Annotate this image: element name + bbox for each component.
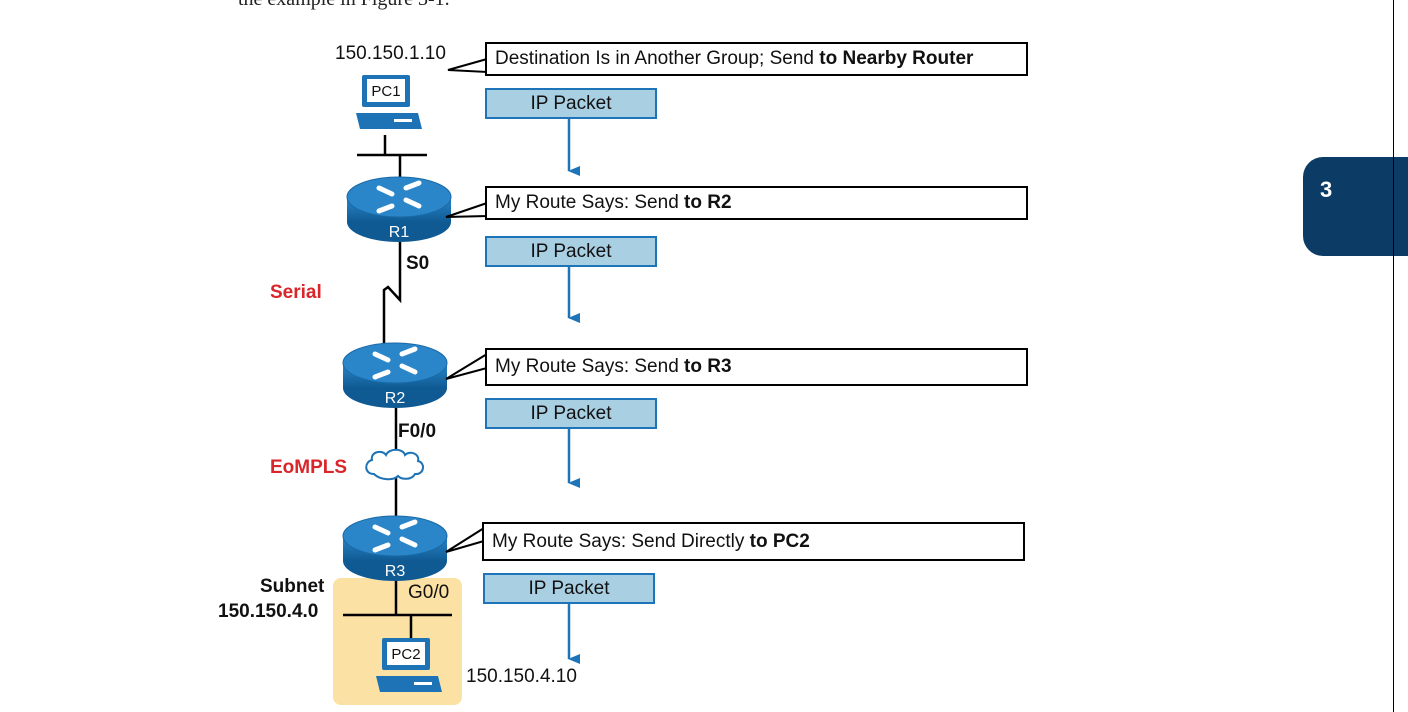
page-edge-line <box>1393 0 1394 712</box>
callout-r2: My Route Says: Send to R3 <box>485 348 1028 386</box>
pc1-label: PC1 <box>371 83 400 100</box>
callout-r1: My Route Says: Send to R2 <box>485 186 1028 220</box>
subnet-label: Subnet <box>260 576 325 597</box>
pc1-icon <box>356 75 422 129</box>
callout-r3-text: My Route Says: Send Directly <box>492 531 750 552</box>
callout-r3: My Route Says: Send Directly to PC2 <box>482 522 1025 561</box>
callout-r3-bold: to PC2 <box>749 531 810 552</box>
serial-link <box>382 242 402 348</box>
eompls-link-label: EoMPLS <box>270 457 348 478</box>
callout-pointer-1 <box>447 57 488 74</box>
callout-pc1-bold: to Nearby Router <box>819 48 974 69</box>
pc2-icon <box>376 638 442 692</box>
r3-interface-label: G0/0 <box>408 582 450 603</box>
eompls-cloud-icon <box>365 448 424 481</box>
top-text-fragment: the example in Figure 3-1. <box>238 0 450 11</box>
router-r3-label: R3 <box>385 563 406 580</box>
callout-pointer-3 <box>445 352 488 380</box>
callout-pointer-4 <box>445 526 485 553</box>
serial-link-label: Serial <box>270 282 322 303</box>
ip-packet-1: IP Packet <box>485 88 657 119</box>
callout-pc1-text: Destination Is in Another Group; Send <box>495 48 820 69</box>
router-r1-icon <box>346 176 452 242</box>
subnet-address-label: 150.150.4.0 <box>218 601 319 622</box>
callout-r2-bold: to R3 <box>684 356 732 377</box>
callout-r2-text: My Route Says: Send <box>495 356 685 377</box>
ip-packet-4: IP Packet <box>483 573 655 604</box>
callout-pc1: Destination Is in Another Group; Send to… <box>485 42 1028 76</box>
router-r2-icon <box>342 342 448 408</box>
pc2-label: PC2 <box>391 646 420 663</box>
chapter-tab: 3 <box>1303 157 1408 256</box>
ip-packet-3: IP Packet <box>485 398 657 429</box>
pc2-ip-label: 150.150.4.10 <box>466 666 577 687</box>
r1-interface-label: S0 <box>406 253 430 274</box>
router-r1-label: R1 <box>389 224 410 241</box>
ip-packet-2: IP Packet <box>485 236 657 267</box>
callout-r1-text: My Route Says: Send <box>495 192 685 213</box>
pc1-ip-label: 150.150.1.10 <box>335 43 446 64</box>
router-r3-icon <box>342 515 448 581</box>
r2-interface-label: F0/0 <box>398 421 437 442</box>
chapter-number: 3 <box>1320 177 1333 202</box>
router-r2-label: R2 <box>385 390 406 407</box>
callout-pointer-2 <box>445 201 488 218</box>
callout-r1-bold: to R2 <box>684 192 732 213</box>
